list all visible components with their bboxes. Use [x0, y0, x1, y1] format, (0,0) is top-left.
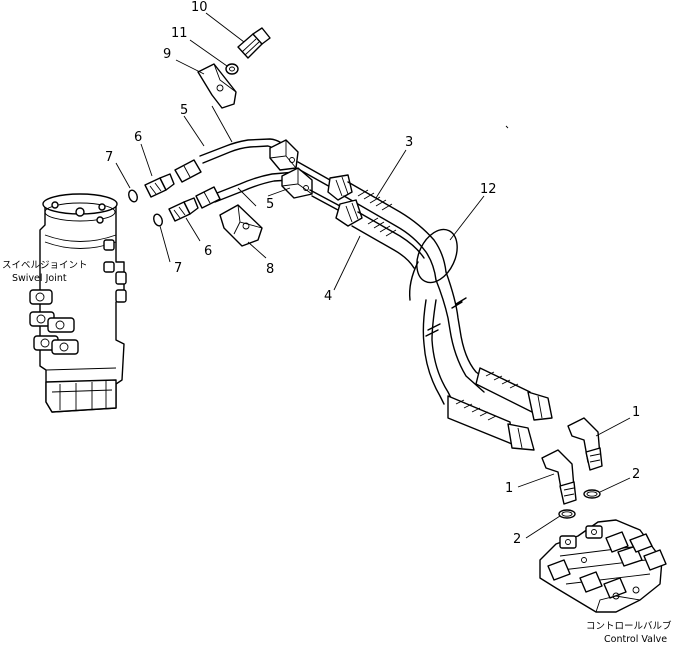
callout-6-upper: 6 [134, 130, 142, 145]
adapter-fitting-lower [168, 197, 199, 222]
elbow-connector-lower [281, 167, 313, 199]
bolt [237, 27, 271, 59]
leader-lines [115, 12, 631, 539]
bracket [197, 63, 237, 109]
callout-7-upper: 7 [105, 150, 113, 165]
callout-5-upper: 5 [180, 103, 188, 118]
callout-9: 9 [163, 47, 171, 62]
o-ring-lower [153, 213, 163, 227]
tube-lower [211, 171, 297, 207]
control-valve [539, 519, 667, 613]
callout-8: 8 [266, 262, 274, 277]
control-valve-label-en: Control Valve [604, 634, 667, 645]
hose-upper [297, 161, 447, 281]
elbow-fitting-left [541, 449, 577, 505]
callout-3: 3 [405, 135, 413, 150]
o-ring-valve-left [558, 509, 576, 519]
callout-11: 11 [171, 26, 188, 41]
o-ring-upper [128, 189, 138, 203]
adapter-fitting-upper [144, 173, 175, 198]
o-ring-valve-right [583, 489, 601, 499]
hose-right-run [435, 271, 553, 421]
callout-1-left: 1 [505, 481, 513, 496]
callout-2-left: 2 [513, 532, 521, 547]
swivel-joint [29, 193, 127, 413]
elbow-connector-upper [269, 139, 299, 171]
callout-7-lower: 7 [174, 261, 182, 276]
callout-12: 12 [480, 182, 497, 197]
swivel-joint-label-jp: スイベルジョイント [2, 260, 88, 271]
control-valve-label-jp: コントロールバルブ [586, 620, 672, 632]
callout-5-lower: 5 [266, 197, 274, 212]
component-labels: スイベルジョイント Swivel Joint コントロールバルブ Control… [2, 260, 672, 645]
washer [225, 63, 239, 75]
tube-nut-upper [174, 159, 202, 183]
swivel-joint-label-en: Swivel Joint [12, 273, 67, 284]
callout-2-right: 2 [632, 467, 640, 482]
tube-nut-lower [195, 186, 221, 209]
callout-numbers: 10 11 9 5 6 7 3 12 5 6 7 8 4 1 2 1 2 [105, 0, 640, 547]
callout-4: 4 [324, 289, 332, 304]
callout-6-lower: 6 [204, 244, 212, 259]
callout-1-right: 1 [632, 405, 640, 420]
callout-10: 10 [191, 0, 208, 15]
elbow-fitting-right [567, 417, 603, 471]
hose-lower [309, 189, 425, 269]
clamp [219, 204, 263, 247]
hose-left-run [422, 299, 535, 451]
hose-band [408, 228, 458, 301]
